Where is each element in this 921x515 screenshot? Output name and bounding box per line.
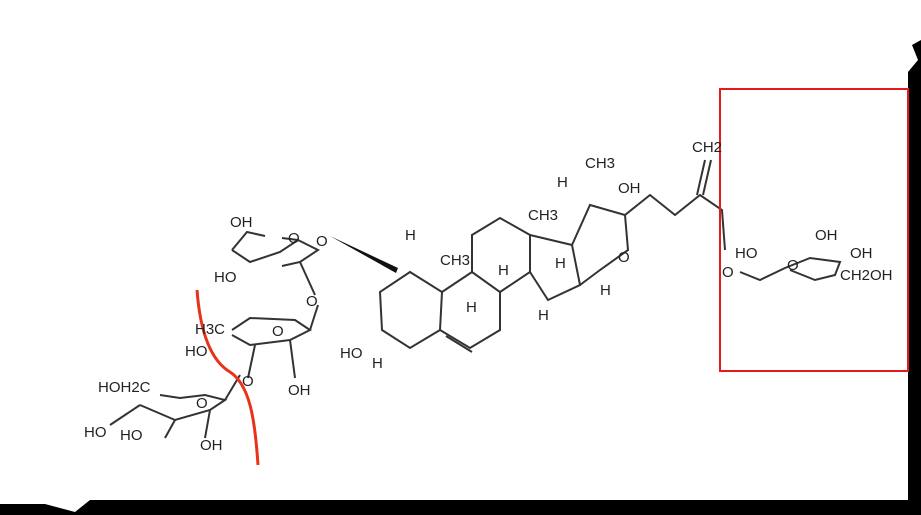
bonds — [109, 159, 842, 439]
label: O — [722, 264, 734, 281]
label: OH — [618, 180, 641, 197]
label: CH2OH — [840, 267, 893, 284]
label: H — [600, 282, 611, 299]
label: HO — [340, 345, 363, 362]
label: CH2 — [692, 139, 722, 156]
label: O — [288, 230, 300, 247]
label: O — [242, 373, 254, 390]
label: OH — [850, 245, 873, 262]
label: HO — [185, 343, 208, 360]
label: O — [272, 323, 284, 340]
label: OH — [815, 227, 838, 244]
label: O — [196, 395, 208, 412]
label: HO — [735, 245, 758, 262]
label: H — [405, 227, 416, 244]
label: HOH2C — [98, 379, 151, 396]
label: H — [555, 255, 566, 272]
label: O — [618, 249, 630, 266]
label: O — [787, 257, 799, 274]
label: H — [372, 355, 383, 372]
label: CH3 — [528, 207, 558, 224]
label: H3C — [195, 321, 225, 338]
label: HO — [84, 424, 107, 441]
label: O — [316, 233, 328, 250]
label: H — [538, 307, 549, 324]
label: HO — [120, 427, 143, 444]
label: O — [306, 293, 318, 310]
highlight-box — [719, 88, 909, 372]
label: CH3 — [440, 252, 470, 269]
label: OH — [288, 382, 311, 399]
label: H — [557, 174, 568, 191]
label: CH3 — [585, 155, 615, 172]
label: H — [466, 299, 477, 316]
label: OH — [230, 214, 253, 231]
cleavage-line — [195, 289, 260, 466]
label: HO — [214, 269, 237, 286]
label: H — [498, 262, 509, 279]
label: OH — [200, 437, 223, 454]
